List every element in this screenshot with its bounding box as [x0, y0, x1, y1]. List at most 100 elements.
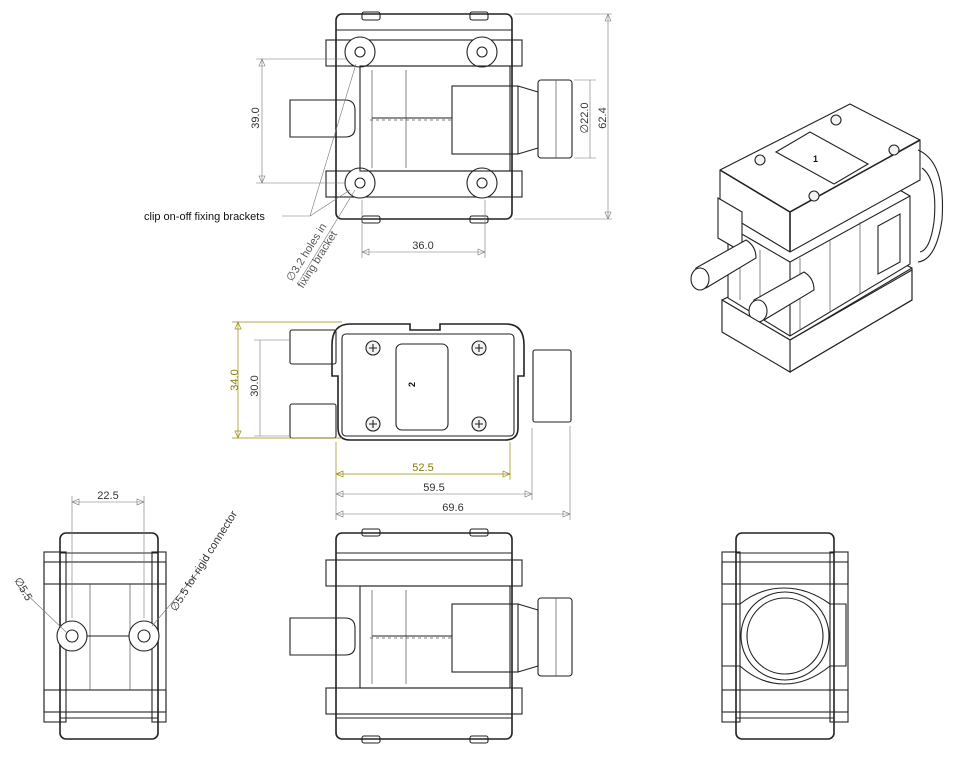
dim-36-lines	[361, 200, 486, 258]
side-left-port-left-hole	[65, 629, 79, 643]
dim-dia5-left-leader	[17, 585, 67, 633]
dim-69-arrows	[335, 510, 571, 518]
side-left-port-right-hole	[137, 629, 151, 643]
side-center-left-tube	[289, 617, 356, 656]
top-view: 39.0 ∅22.0 62.4 36.0 clip on-off fixing …	[144, 11, 612, 290]
end-view-ring-inner	[746, 597, 824, 675]
front-view-screw-tl	[365, 340, 381, 356]
dim-39-arrows	[258, 58, 266, 184]
dim-52-arrows	[335, 470, 511, 478]
dim-52-label: 52.5	[412, 462, 433, 474]
screw-cross	[475, 420, 483, 428]
side-center-connector	[451, 603, 519, 673]
top-view-connector-ring	[537, 79, 573, 159]
side-view-center	[289, 528, 573, 744]
iso-tube-back-end	[690, 267, 710, 291]
dim-59-arrows	[335, 490, 533, 498]
callout-holes-group: ∅3.2 holes in fixing bracket	[284, 221, 340, 290]
side-center-inner	[359, 585, 511, 689]
side-center-connector-neck	[517, 603, 539, 673]
top-view-hole-br	[476, 177, 488, 189]
dim-dia5-left-label: ∅5.5	[11, 576, 34, 604]
dim-dia5-rigid-leader	[151, 569, 201, 627]
dim-22-lines	[71, 496, 145, 618]
top-view-hole-boss-tr	[466, 36, 498, 68]
side-center-inner-lines	[371, 590, 407, 684]
end-view-bracket-left	[721, 551, 741, 723]
dim-52-lines	[335, 442, 511, 480]
dim-dia5-rigid-label: ∅5.5 for rigid connector	[168, 509, 240, 614]
front-view-screw-bl	[365, 416, 381, 432]
dim-dia22-lines	[574, 79, 596, 159]
end-view-clip-top	[721, 561, 849, 585]
dim-34-label: 34.0	[229, 369, 241, 390]
iso-bracket-right	[877, 213, 901, 275]
side-view-left: 22.5 ∅5.5 ∅5.5 for rigid connector	[11, 490, 240, 740]
iso-screw-left	[754, 154, 766, 166]
iso-screw-right	[888, 144, 900, 156]
dim-22-label: 22.5	[97, 490, 118, 502]
side-center-tab-bl	[361, 735, 381, 744]
front-view-tube-lower	[289, 403, 337, 439]
end-view-clip-bottom	[721, 689, 849, 713]
dim-34-lines	[232, 321, 342, 439]
iso-top-cap-edges	[719, 139, 921, 252]
front-view-shell	[331, 323, 525, 441]
callout-clip-leader	[282, 63, 357, 217]
dim-36-arrows	[361, 248, 486, 256]
screw-cross	[475, 344, 483, 352]
side-left-inner-lines	[89, 584, 131, 690]
dim-36-label: 36.0	[412, 240, 433, 252]
top-view-housing	[335, 13, 513, 220]
top-view-hole-boss-bl	[344, 167, 376, 199]
callout-clip-label: clip on-off fixing brackets	[144, 211, 265, 223]
dim-39-lines	[256, 58, 346, 184]
iso-connector-ring	[917, 149, 944, 263]
iso-mid-edges	[727, 195, 911, 336]
side-center-bracket-top	[325, 559, 523, 587]
side-left-clip-top	[43, 561, 167, 585]
iso-part-number: 1	[813, 154, 818, 164]
side-center-tab-tl	[361, 528, 381, 537]
dim-34-arrows	[234, 321, 242, 439]
side-left-caps	[60, 552, 158, 719]
top-view-hole-bl	[354, 177, 366, 189]
dim-62-label: 62.4	[597, 107, 609, 128]
side-left-clip-bottom	[43, 689, 167, 713]
top-view-hole-boss-tl	[344, 36, 376, 68]
dim-dia22-label: ∅22.0	[579, 103, 591, 134]
front-view-part-number: 2	[407, 382, 417, 387]
iso-label-window	[774, 131, 870, 185]
iso-bottom-side	[789, 269, 913, 373]
dim-30-lines	[254, 339, 290, 437]
dim-22-arrows	[71, 498, 145, 506]
iso-screw-front	[808, 190, 820, 202]
dim-69-label: 69.6	[442, 502, 463, 514]
front-view-tube-upper	[289, 329, 337, 365]
end-view-ring-frame	[721, 587, 847, 685]
front-view-screw-br	[471, 416, 487, 432]
top-view-left-tube	[289, 99, 356, 138]
side-center-tab-tr	[469, 528, 489, 537]
front-view-face	[341, 333, 515, 437]
dim-59-label: 59.5	[423, 482, 444, 494]
top-view-inner-body	[359, 65, 511, 172]
top-view-upper-bracket-ends	[335, 40, 513, 66]
side-center-connector-ring	[537, 597, 573, 677]
side-left-port-right	[128, 620, 160, 652]
top-view-tab-left	[361, 11, 381, 21]
front-view-label-window	[395, 343, 449, 431]
end-view-caps	[736, 552, 834, 719]
top-view-connector-neck	[517, 85, 539, 155]
end-view-housing	[735, 532, 835, 740]
top-view-hole-tr	[476, 46, 488, 58]
front-view: 2 34.0 30.0 52.5 59.5	[229, 321, 572, 520]
dim-62-lines	[514, 13, 612, 220]
top-view-hole-boss-br	[466, 167, 498, 199]
side-center-caps	[336, 552, 512, 719]
isometric-view: 1	[690, 103, 944, 373]
side-center-tab-br	[469, 735, 489, 744]
dim-30-label: 30.0	[249, 375, 261, 396]
dim-39-label: 39.0	[250, 107, 262, 128]
